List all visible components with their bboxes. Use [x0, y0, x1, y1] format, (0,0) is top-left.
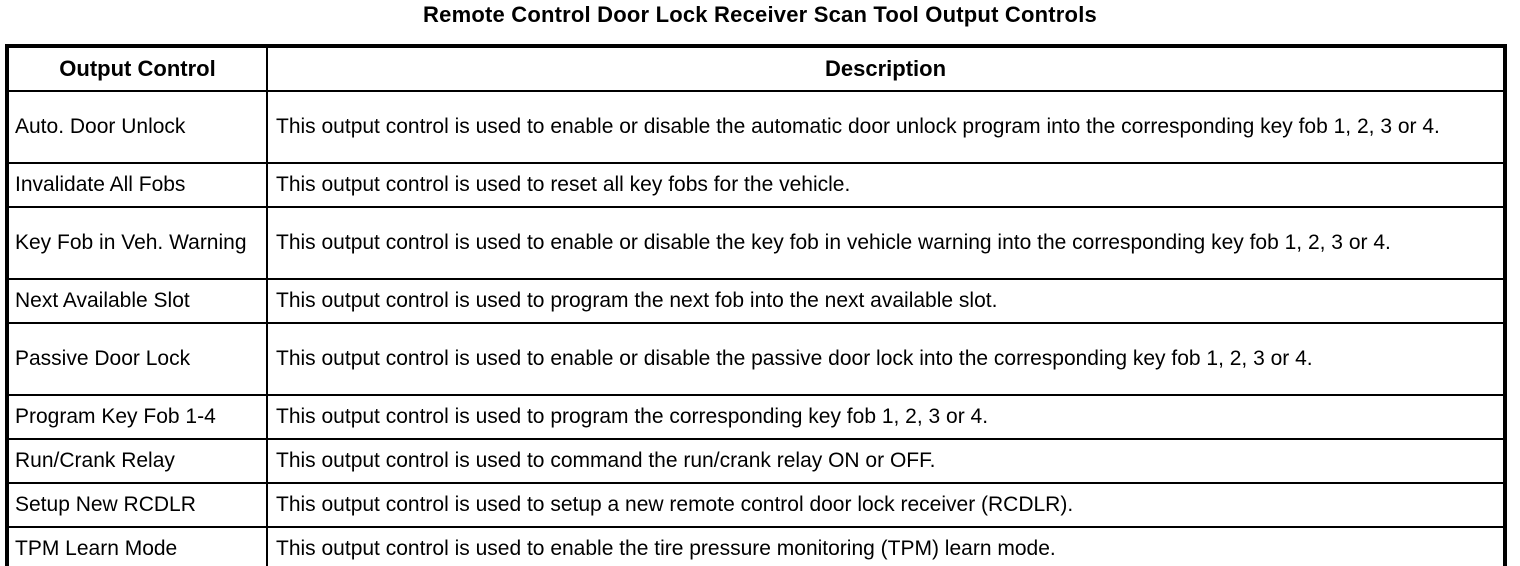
cell-description: This output control is used to enable th…: [266, 526, 1506, 566]
cell-output-control: TPM Learn Mode: [6, 526, 268, 566]
cell-output-control: Run/Crank Relay: [6, 438, 268, 484]
table-header-row: Output Control Description: [6, 45, 1506, 92]
table-title: Remote Control Door Lock Receiver Scan T…: [423, 2, 1097, 27]
cell-output-control: Invalidate All Fobs: [6, 162, 268, 208]
table-row-passive-door-lock: Passive Door Lock This output control is…: [6, 322, 1506, 396]
table-row-invalidate-all-fobs: Invalidate All Fobs This output control …: [6, 162, 1506, 208]
cell-output-control: Auto. Door Unlock: [6, 90, 268, 164]
cell-description: This output control is used to program t…: [266, 394, 1506, 440]
cell-description: This output control is used to enable or…: [266, 206, 1506, 280]
table-row-program-key-fob-1-4: Program Key Fob 1-4 This output control …: [6, 394, 1506, 440]
table-row-tpm-learn-mode: TPM Learn Mode This output control is us…: [6, 526, 1506, 566]
cell-output-control: Setup New RCDLR: [6, 482, 268, 528]
cell-description: This output control is used to program t…: [266, 278, 1506, 324]
table-row-setup-new-rcdlr: Setup New RCDLR This output control is u…: [6, 482, 1506, 528]
cell-output-control: Program Key Fob 1-4: [6, 394, 268, 440]
cell-output-control: Next Available Slot: [6, 278, 268, 324]
table-row-auto-door-unlock: Auto. Door Unlock This output control is…: [6, 90, 1506, 164]
cell-description: This output control is used to enable or…: [266, 322, 1506, 396]
table-row-run-crank-relay: Run/Crank Relay This output control is u…: [6, 438, 1506, 484]
header-cell-description: Description: [266, 45, 1506, 92]
header-cell-output-control: Output Control: [6, 45, 268, 92]
output-controls-table: Output Control Description Auto. Door Un…: [5, 44, 1507, 566]
cell-description: This output control is used to command t…: [266, 438, 1506, 484]
cell-description: This output control is used to setup a n…: [266, 482, 1506, 528]
cell-description: This output control is used to enable or…: [266, 90, 1506, 164]
table-row-key-fob-in-veh-warning: Key Fob in Veh. Warning This output cont…: [6, 206, 1506, 280]
cell-output-control: Passive Door Lock: [6, 322, 268, 396]
table-row-next-available-slot: Next Available Slot This output control …: [6, 278, 1506, 324]
cell-description: This output control is used to reset all…: [266, 162, 1506, 208]
cell-output-control: Key Fob in Veh. Warning: [6, 206, 268, 280]
